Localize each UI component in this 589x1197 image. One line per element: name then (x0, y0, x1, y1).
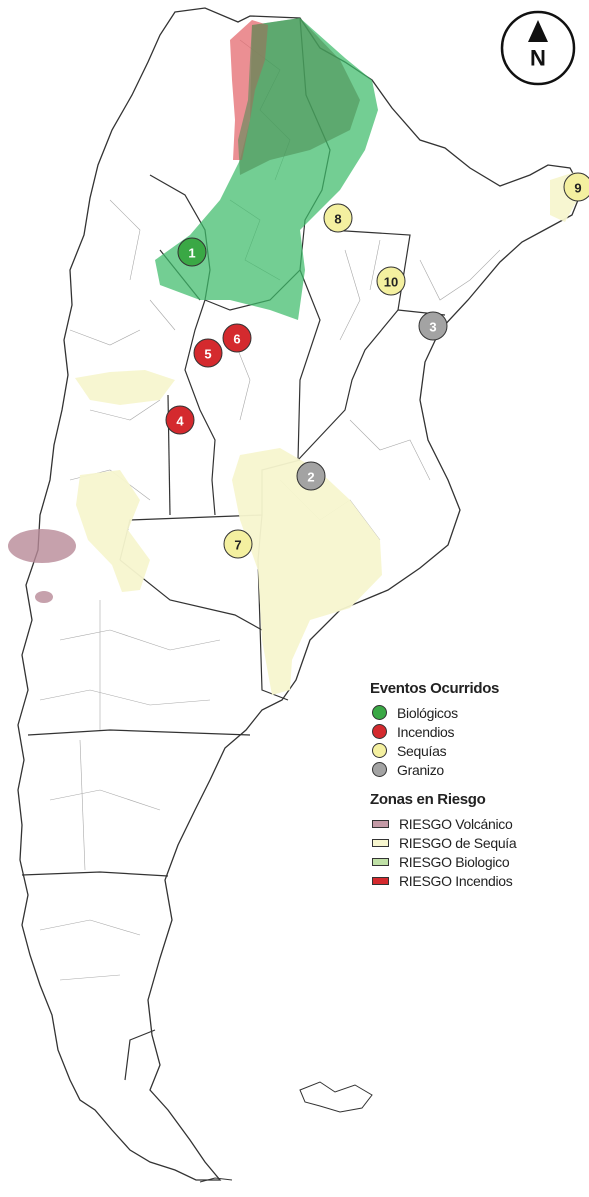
event-marker-circle (418, 311, 448, 341)
event-marker-label: 3 (429, 320, 436, 335)
event-marker-4: 4 (165, 405, 195, 435)
zones-section: Zonas en Riesgo RIESGO Volcánico RIESGO … (370, 791, 580, 890)
event-marker-label: 2 (307, 470, 314, 485)
tierra-del-fuego-tip (199, 1177, 233, 1183)
zones-title: Zonas en Riesgo (370, 791, 486, 808)
event-marker-label: 8 (334, 212, 341, 227)
legend-label: Incendios (397, 723, 455, 740)
event-marker-10: 10 (376, 266, 406, 296)
legend-label: RIESGO Incendios (399, 872, 513, 889)
volcanic-risk-zones (8, 529, 76, 603)
north-arrow-icon (528, 20, 548, 42)
event-marker-circle (165, 405, 195, 435)
north-arrow: N (500, 10, 576, 86)
event-marker-circle (193, 338, 223, 368)
event-marker-3: 3 (418, 311, 448, 341)
north-arrow-ring (500, 10, 576, 86)
event-marker-label: 1 (188, 246, 195, 261)
legend-item-volcanico: RIESGO Volcánico (370, 814, 580, 833)
north-arrow-letter: N (530, 46, 546, 71)
volcanico-swatch-icon (372, 819, 389, 828)
event-marker-label: 10 (384, 275, 398, 290)
event-marker-label: 9 (574, 181, 581, 196)
legend-item-biologico: RIESGO Biologico (370, 852, 580, 871)
legend-item-incendios-riesgo: RIESGO Incendios (370, 871, 580, 890)
legend-item-biologicos: Biológicos (370, 703, 580, 722)
event-marker-7: 7 (223, 529, 253, 559)
legend-label: RIESGO Biologico (399, 853, 510, 870)
overlap-zone (238, 18, 360, 175)
legend-item-incendios: Incendios (370, 722, 580, 741)
event-marker-circle (296, 461, 326, 491)
event-marker-circle (177, 237, 207, 267)
event-marker-5: 5 (193, 338, 223, 368)
event-marker-circle (223, 529, 253, 559)
granizo-dot-icon (372, 762, 387, 777)
legend-item-granizo: Granizo (370, 760, 580, 779)
legend-item-sequias: Sequías (370, 741, 580, 760)
event-marker-1: 1 (177, 237, 207, 267)
legend-label: RIESGO de Sequía (399, 834, 517, 851)
events-section: Eventos Ocurridos Biológicos Incendios S… (370, 680, 580, 779)
event-marker-label: 7 (234, 538, 241, 553)
event-markers: 1 2 3 4 5 6 7 8 9 10 (165, 172, 589, 559)
event-marker-circle (323, 203, 353, 233)
sequia-swatch-icon (372, 838, 389, 847)
event-marker-circle (376, 266, 406, 296)
legend-label: Sequías (397, 742, 447, 759)
event-marker-label: 5 (204, 347, 211, 362)
events-title: Eventos Ocurridos (370, 680, 500, 697)
legend-label: Granizo (397, 761, 444, 778)
event-marker-8: 8 (323, 203, 353, 233)
malvinas-islands (299, 1081, 373, 1113)
incendios-dot-icon (372, 724, 387, 739)
event-marker-circle (222, 323, 252, 353)
event-marker-6: 6 (222, 323, 252, 353)
legend-item-sequia: RIESGO de Sequía (370, 833, 580, 852)
drought-risk-zones (75, 172, 580, 695)
event-marker-label: 6 (233, 332, 240, 347)
legend-label: RIESGO Volcánico (399, 815, 513, 832)
event-marker-label: 4 (176, 414, 184, 429)
incendios-swatch-icon (372, 876, 389, 885)
event-marker-circle (563, 172, 589, 202)
sequias-dot-icon (372, 743, 387, 758)
legend-label: Biológicos (397, 704, 458, 721)
biologico-swatch-icon (372, 857, 389, 866)
biologicos-dot-icon (372, 705, 387, 720)
event-marker-9: 9 (563, 172, 589, 202)
map-legend: Eventos Ocurridos Biológicos Incendios S… (370, 680, 580, 902)
event-marker-2: 2 (296, 461, 326, 491)
